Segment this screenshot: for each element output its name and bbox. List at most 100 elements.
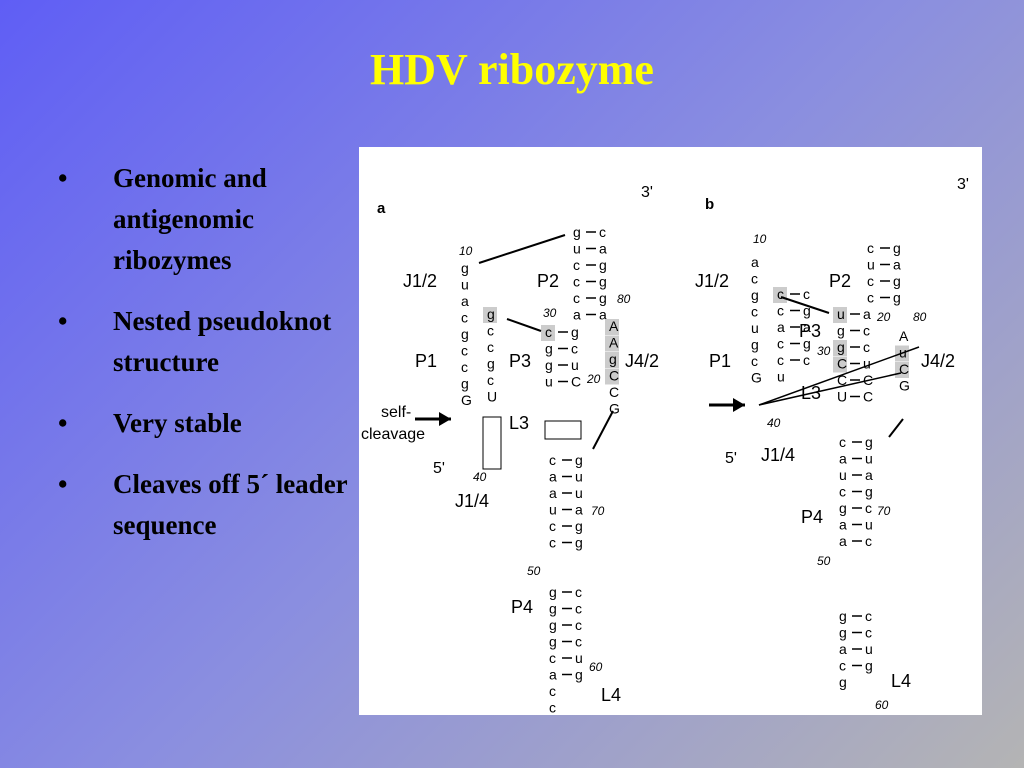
panel-b-p4-base: a xyxy=(839,533,847,549)
panel-b-label-j42: J4/2 xyxy=(921,351,955,371)
panel-a-p4-top-base: g xyxy=(575,518,583,534)
panel-a-num-80: 80 xyxy=(617,292,631,306)
panel-a-p4-top-base: g xyxy=(575,452,583,468)
panel-b-letter: b xyxy=(705,196,714,213)
panel-a-p4-bottom-base: u xyxy=(575,650,583,666)
panel-b-p4-base: u xyxy=(865,517,873,533)
panel-a-p4-top-base: a xyxy=(549,485,557,501)
panel-a-num-50: 50 xyxy=(527,564,541,578)
panel-a-p4-bottom-base: g xyxy=(575,667,583,683)
panel-b-num-30: 30 xyxy=(817,344,831,358)
panel-a-label-l4: L4 xyxy=(601,685,621,705)
panel-a-strand-p1right-base: c xyxy=(487,372,494,388)
panel-a-p4-bottom-base: g xyxy=(549,634,557,650)
panel-a-label-p1: P1 xyxy=(415,351,437,371)
panel-a-strand-p1right-base: c xyxy=(487,339,494,355)
panel-a-label-p3: P3 xyxy=(509,351,531,371)
bullet-item: •Very stable xyxy=(58,403,358,444)
panel-a-3prime: 3' xyxy=(641,184,653,201)
panel-b-pseudoknot-line xyxy=(758,346,920,406)
panel-b-label-p3: P3 xyxy=(799,321,821,341)
panel-a-letter: a xyxy=(377,200,386,217)
bullet-item: •Cleaves off 5´ leader sequence xyxy=(58,464,358,546)
panel-a-strand-left-base: g xyxy=(461,326,469,342)
panel-b-cleavage-arrowhead xyxy=(733,398,745,412)
panel-b-p4-base: c xyxy=(839,484,846,500)
panel-b-p3-base: c xyxy=(863,323,870,339)
panel-a-p2-base: a xyxy=(599,307,607,323)
panel-a-label-p4: P4 xyxy=(511,597,533,617)
slide-title: HDV ribozyme xyxy=(370,45,654,94)
panel-a-p4-bottom-base: c xyxy=(549,683,556,699)
panel-b-label-j14: J1/4 xyxy=(761,445,795,465)
panel-b-p4-lower-base: g xyxy=(839,608,847,624)
panel-a-p4-top-base: a xyxy=(549,469,557,485)
panel-a-p4-bottom-base: c xyxy=(549,700,556,716)
panel-b-p4-lower-base: a xyxy=(839,641,847,657)
panel-b-numbers: 10 20 30 40 50 60 70 80 xyxy=(753,232,927,712)
panel-b-p1-base: g xyxy=(803,303,811,319)
panel-a-strand-p1right-base: c xyxy=(487,323,494,339)
panel-b-p1-base: c xyxy=(777,303,784,319)
panel-a-num-30: 30 xyxy=(543,306,557,320)
panel-b: b 3' 5' J1/2 P1 P2 P3 L3 J4/2 J1/4 P4 L4… xyxy=(695,176,969,712)
panel-a-p2-base: c xyxy=(573,290,580,306)
panel-b-p4-lower-base: u xyxy=(865,641,873,657)
panel-a-l3-box xyxy=(544,420,582,440)
panel-b-p2-base: c xyxy=(867,273,874,289)
panel-a-p2-base: c xyxy=(573,274,580,290)
panel-b-p4-lower-base: g xyxy=(839,625,847,641)
panel-a-j42-base: g xyxy=(609,351,617,367)
panel-b-p3-base: C xyxy=(837,372,847,388)
panel-b-j42-connector xyxy=(888,418,904,438)
panel-b-p2-base: c xyxy=(867,290,874,306)
panel-b-p4-lower-base: g xyxy=(865,658,873,674)
panel-a-num-70: 70 xyxy=(591,504,605,518)
panel-a-p4-bottom-base: c xyxy=(575,601,582,617)
panel-b-p4-base: g xyxy=(865,484,873,500)
panel-b-p4-lower-base: c xyxy=(865,608,872,624)
panel-b-p4-base: g xyxy=(865,434,873,450)
panel-a-p4-bottom-base: c xyxy=(575,584,582,600)
panel-a-num-40: 40 xyxy=(473,470,487,484)
panel-b-p1-base: c xyxy=(777,336,784,352)
panel-a-num-20: 20 xyxy=(586,372,601,386)
panel-a-strand-p1right-base: g xyxy=(487,306,495,322)
panel-b-p3-highlight xyxy=(833,356,847,373)
panel-b-p2-base: u xyxy=(867,257,875,273)
bullet-item: •Genomic and antigenomic ribozymes xyxy=(58,158,358,281)
panel-b-num-60: 60 xyxy=(875,698,889,712)
panel-b-pseudoknot-line xyxy=(758,372,902,406)
panel-b-p4-base: a xyxy=(839,517,847,533)
panel-a-p2-base: a xyxy=(599,241,607,257)
panel-b-p4-base: u xyxy=(839,467,847,483)
panel-b-strand-left-base: g xyxy=(751,287,759,303)
panel-a-self-cleavage-line1: self- xyxy=(381,404,411,421)
panel-a-strand-p1right-highlight xyxy=(483,307,497,323)
panel-a-j42-highlight xyxy=(605,368,619,385)
panel-b-p1-base: c xyxy=(777,352,784,368)
panel-a-p4-bottom-base: a xyxy=(549,667,557,683)
panel-a-j42-base: A xyxy=(609,335,619,351)
panel-b-p3-base: a xyxy=(863,306,871,322)
panel-a-p4-bottom-base: c xyxy=(575,617,582,633)
panel-b-j42-base: A xyxy=(899,328,909,344)
panel-a-label-j14: J1/4 xyxy=(455,491,489,511)
panel-a-strand-left-base: G xyxy=(461,392,472,408)
panel-b-strand-left-base: u xyxy=(751,320,759,336)
panel-b-p4-base: u xyxy=(865,451,873,467)
panel-a-p2-base: g xyxy=(599,274,607,290)
panel-a-strand-p1right-base: g xyxy=(487,356,495,372)
panel-b-p4-base: a xyxy=(865,467,873,483)
panel-b-p1-base: c xyxy=(803,352,810,368)
panel-a-j42-base: C xyxy=(609,384,619,400)
panel-a-num-10: 10 xyxy=(459,244,473,258)
panel-b-strand-left-base: c xyxy=(751,271,758,287)
panel-a-p3-base: g xyxy=(571,324,579,340)
panel-a-self-cleavage-line2: cleavage xyxy=(361,426,425,443)
panel-a-j42-highlight xyxy=(605,319,619,335)
panel-a-j14-box xyxy=(482,416,502,470)
panel-a-p3-base: g xyxy=(545,357,553,373)
panel-b-p4-lower-base: c xyxy=(865,625,872,641)
panel-b-p4-base: g xyxy=(839,500,847,516)
